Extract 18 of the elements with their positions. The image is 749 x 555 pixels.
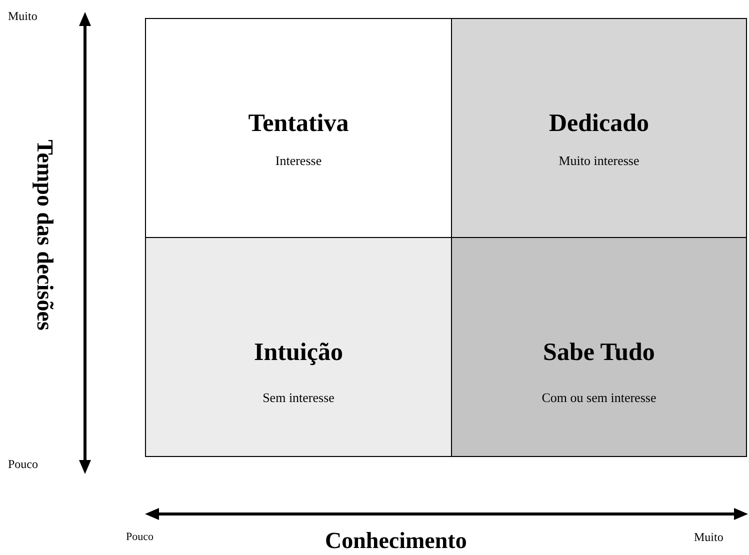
- quadrant-subtitle: Muito interesse: [558, 154, 640, 167]
- axis-end-label: Muito: [694, 531, 724, 543]
- axis-title: Tempo das decisões: [34, 140, 56, 330]
- axis-end-label: Muito: [8, 10, 38, 22]
- quadrant-title: Intuição: [254, 340, 343, 365]
- quadrant-subtitle: Interesse: [275, 154, 322, 167]
- axis-end-label: Pouco: [8, 458, 38, 470]
- quadrant-title: Tentativa: [248, 111, 349, 136]
- quadrant-title: Dedicado: [549, 111, 649, 136]
- quadrant-title: Sabe Tudo: [543, 340, 655, 365]
- quadrant-box: [145, 18, 452, 238]
- quadrant-subtitle: Com ou sem interesse: [542, 391, 656, 404]
- quadrant-subtitle: Sem interesse: [262, 391, 334, 404]
- quadrant-box: [451, 237, 747, 457]
- quadrant-box: [451, 18, 747, 238]
- quadrant-box: [145, 237, 452, 457]
- axis-end-label: Pouco: [126, 532, 154, 543]
- axis-title: Conhecimento: [325, 529, 467, 552]
